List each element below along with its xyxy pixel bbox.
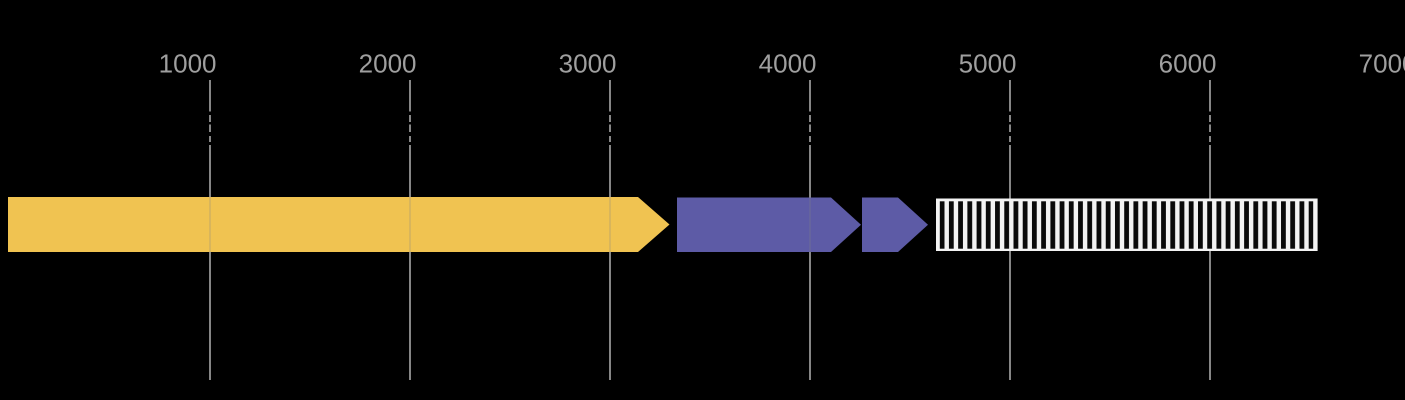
svg-text:5000: 5000 — [959, 49, 1017, 79]
svg-text:7000: 7000 — [1359, 49, 1405, 79]
svg-text:4000: 4000 — [759, 49, 817, 79]
svg-text:6000: 6000 — [1159, 49, 1217, 79]
svg-text:1000: 1000 — [159, 49, 217, 79]
svg-text:2000: 2000 — [359, 49, 417, 79]
svg-text:3000: 3000 — [559, 49, 617, 79]
